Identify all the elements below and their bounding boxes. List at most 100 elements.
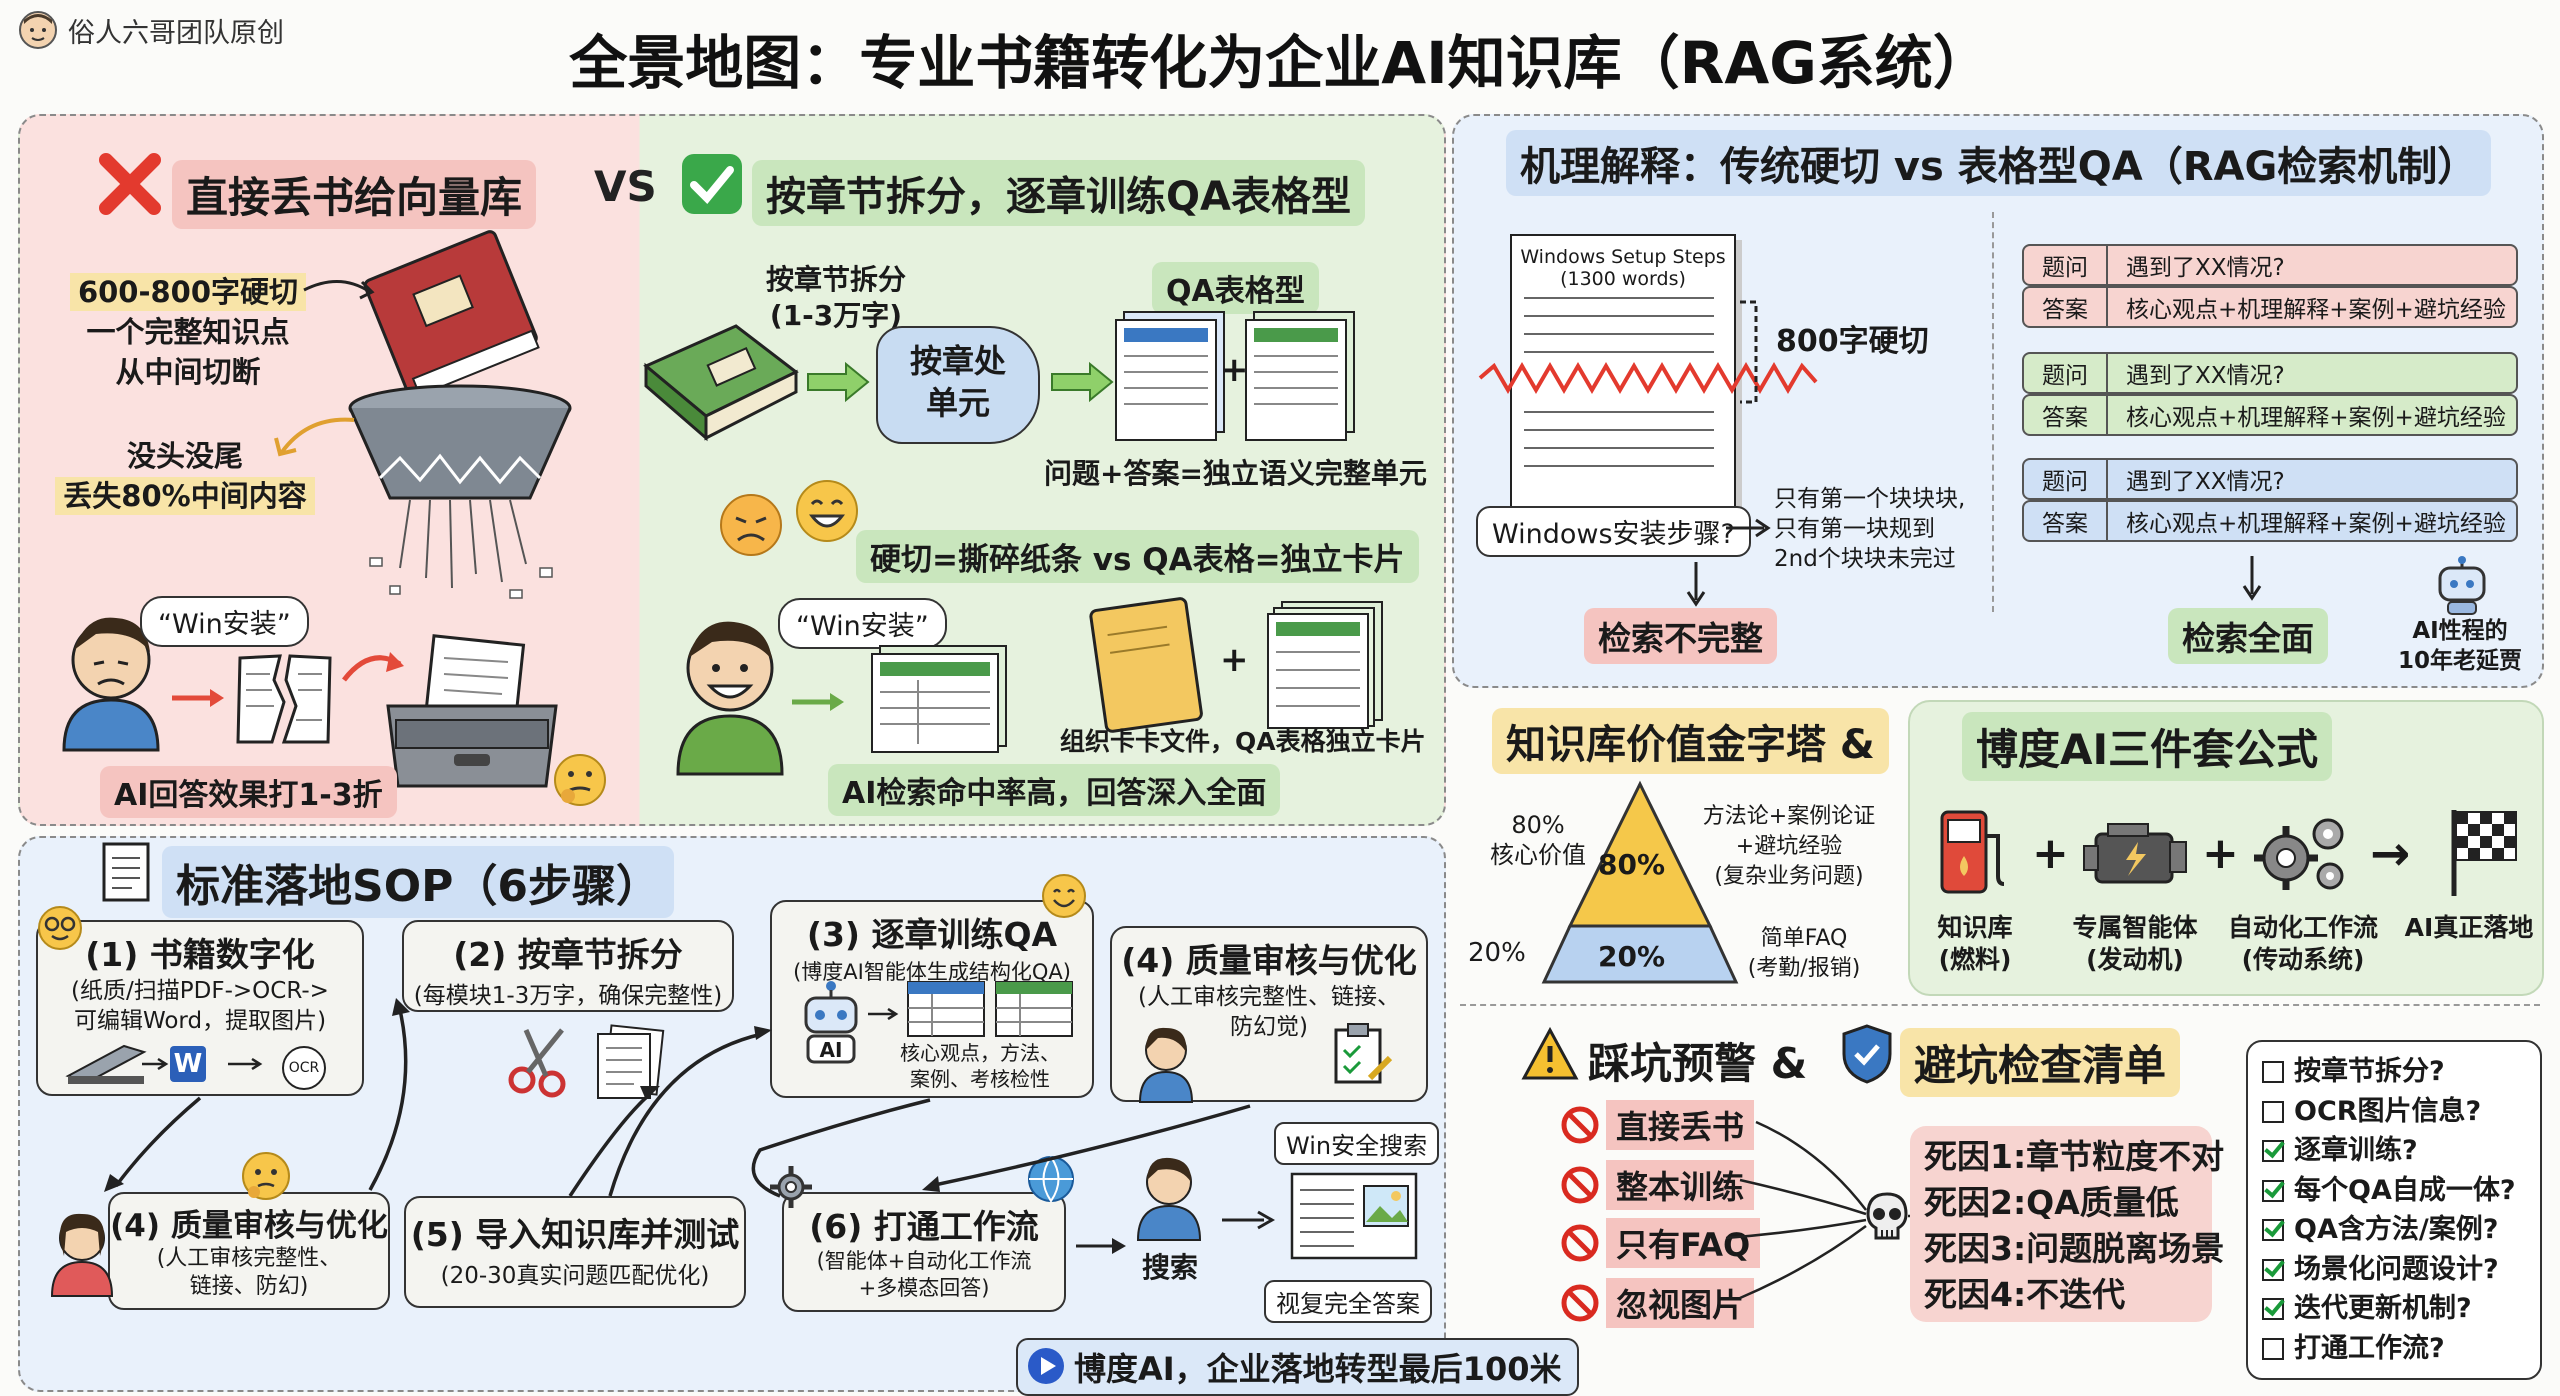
document-lines <box>1524 297 1714 467</box>
gears-icon <box>2254 818 2344 890</box>
checklist-item[interactable]: 迭代更新机制? <box>2262 1289 2516 1329</box>
happy-emoji-icon <box>1042 874 1086 918</box>
sad-user-icon <box>62 617 160 752</box>
author-text: 俗人六哥团队原创 <box>68 17 284 49</box>
arrow-icon <box>172 689 224 707</box>
checkbox-checked-icon[interactable] <box>2262 1219 2284 1241</box>
step3-note: 核心观点，方法、案例、考核检性 <box>900 1041 1060 1091</box>
ban-icon <box>1561 1224 1599 1262</box>
sop-step-2: (2) 按章节拆分 (每模块1-3万字，确保完整性) <box>402 920 734 1012</box>
qa-table-icon <box>907 981 1073 1037</box>
search-user-icon <box>1136 1157 1202 1241</box>
arrow-icon <box>868 1007 899 1021</box>
good-result-label: AI检索命中率高，回答深入全面 <box>828 764 1281 816</box>
value-pyramid <box>1541 780 1739 984</box>
pyramid-top-percent: 80% <box>1598 848 1666 881</box>
engine-icon <box>2083 823 2187 884</box>
formula-item-agent: 专属智能体(发动机) <box>2072 913 2198 974</box>
checkered-flag-icon <box>2451 810 2517 896</box>
incomplete-result-label: 检索不完整 <box>1584 608 1777 664</box>
death-causes-box <box>1910 1126 2212 1322</box>
bracket-icon <box>1740 300 1758 404</box>
bad-query-bubble: “Win安装” <box>140 596 309 647</box>
folder-icon <box>1089 597 1203 733</box>
death-causes: 死因1:章节粒度不对 死因2:QA质量低 死因3:问题脱离场景 死因4:不迭代 <box>1924 1137 2225 1314</box>
checklist-item[interactable]: OCR图片信息? <box>2262 1092 2516 1132</box>
happy-emoji-icon <box>796 480 858 542</box>
green-book-icon <box>643 324 799 442</box>
scanner-icon <box>65 1044 147 1084</box>
checkbox-icon[interactable] <box>2262 1100 2284 1123</box>
nerd-emoji-icon <box>38 906 82 950</box>
bin-icon <box>386 634 558 788</box>
green-check-icon <box>682 154 742 214</box>
ban-icon <box>1561 1106 1599 1144</box>
ai-robot-label: AI <box>819 1038 843 1062</box>
checklist-item[interactable]: QA含方法/案例? <box>2262 1210 2516 1250</box>
answer-document-icon <box>1290 1172 1418 1260</box>
ban-icon <box>1561 1284 1599 1322</box>
qa-row-answer: 答案核心观点+机理解释+案例+避坑经验 <box>2022 286 2518 328</box>
checklist-item[interactable]: 场景化问题设计? <box>2262 1250 2516 1290</box>
formula-item-knowledge: 知识库(燃料) <box>1937 913 2013 974</box>
formula-item-workflow: 自动化工作流(传动系统) <box>2227 913 2378 974</box>
full-answer-tag: 视复完全答案 <box>1264 1280 1432 1323</box>
long-document: Windows Setup Steps (1300 words) <box>1510 234 1736 516</box>
formula-arrow: → <box>2370 826 2411 882</box>
complete-result-label: 检索全面 <box>2168 608 2328 664</box>
arrow-icon <box>1076 1238 1126 1254</box>
skull-icon <box>1866 1192 1908 1240</box>
qa-stack-icon <box>1267 601 1383 729</box>
chapter-unit-cylinder: 按章处 单元 <box>876 326 1040 444</box>
checkbox-icon[interactable] <box>2262 1061 2284 1083</box>
checklist-icon <box>1334 1023 1393 1084</box>
checklist-item[interactable]: 每个QA自成一体? <box>2262 1171 2516 1211</box>
vs-label: VS <box>594 162 657 211</box>
checkbox-icon[interactable] <box>2262 1337 2284 1360</box>
qa-row-question: 题问遇到了XX情况? <box>2022 352 2518 394</box>
arrow-icon <box>228 1057 263 1071</box>
formula-plus: + <box>2032 828 2069 879</box>
checklist-item[interactable]: 打通工作流? <box>2262 1329 2516 1369</box>
checkbox-checked-icon[interactable] <box>2262 1298 2284 1320</box>
checkbox-checked-icon[interactable] <box>2262 1258 2284 1281</box>
card-caption: 组织卡卡文件，QA表格独立卡片 <box>1060 727 1426 756</box>
arrow-icon <box>1726 518 1771 538</box>
checklist-item[interactable]: 按章节拆分? <box>2262 1052 2516 1092</box>
arrow-icon <box>792 693 844 711</box>
paper-stack-icon <box>597 1024 665 1099</box>
workflow-gear-icon <box>770 1166 812 1208</box>
qa-plus-sign: + <box>1220 350 1249 390</box>
search-label: 搜索 <box>1142 1251 1199 1284</box>
arrow-icon <box>274 417 355 457</box>
book-shredder-illustration <box>348 230 572 599</box>
thinking-emoji-icon <box>242 1152 290 1200</box>
split-label: 按章节拆分 (1-3万字) <box>765 263 906 332</box>
ai-robot-icon <box>804 981 858 1064</box>
presenter-icon <box>50 1213 114 1297</box>
query-box: Windows安装步骤? <box>1476 506 1751 557</box>
qa-row-answer: 答案核心观点+机理解释+案例+避坑经验 <box>2022 394 2518 436</box>
ocr-icon: OCR <box>282 1046 326 1090</box>
arrow-icon <box>342 652 404 682</box>
qa-table-label: QA表格型 <box>1152 262 1319 314</box>
bad-approach-title: 直接丢书给向量库 <box>172 160 537 229</box>
robot-caption: AI性程的 10年老延贾 <box>2397 618 2522 674</box>
formula-item-landing: AI真正落地 <box>2404 913 2534 942</box>
checkbox-checked-icon[interactable] <box>2262 1179 2284 1202</box>
warning-icon <box>1521 1026 1579 1080</box>
arrow-down-icon <box>1686 562 1706 607</box>
pitfall-title-1: 踩坑预警 & <box>1588 1039 1808 1088</box>
pyramid-bottom-side-label: 20% <box>1468 938 1526 968</box>
lost-content-notes: 没头没尾 丢失80%中间内容 <box>40 436 330 516</box>
ban-icon <box>1561 1166 1599 1204</box>
word-icon: W <box>170 1046 206 1082</box>
checkbox-checked-icon[interactable] <box>2262 1140 2284 1162</box>
pyramid-top-side-label: 80%核心价值 <box>1490 811 1586 869</box>
checklist-item[interactable]: 逐章训练? <box>2262 1131 2516 1171</box>
formula-plus: + <box>2202 828 2239 879</box>
hard-cut-label: 800字硬切 <box>1776 324 1929 359</box>
arrow-icon <box>1222 1210 1276 1230</box>
